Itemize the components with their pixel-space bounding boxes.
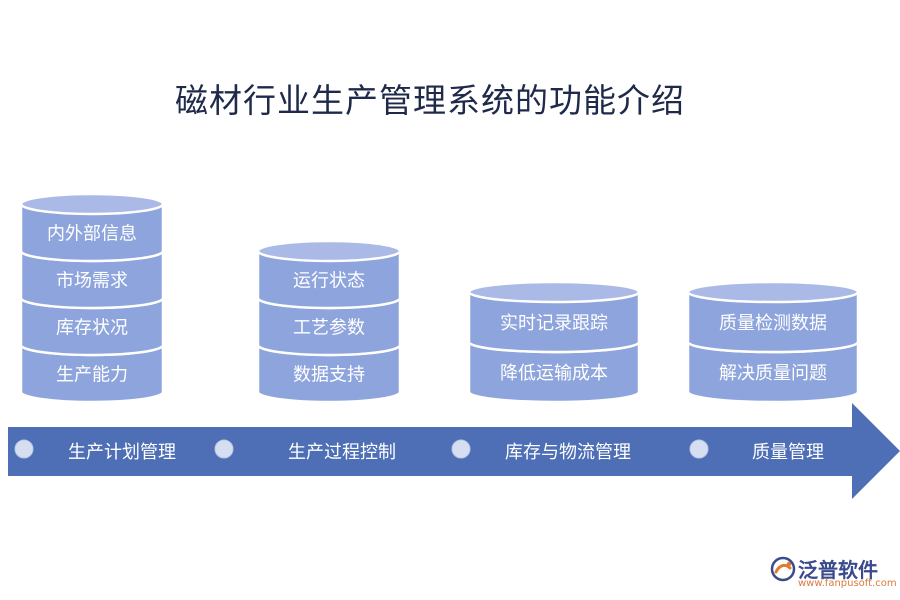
- cylinder-body: [19, 343, 165, 404]
- cylinder-label: 工艺参数: [293, 318, 365, 339]
- cylinder-stack: 数据支持 工艺参数 运行状态: [256, 239, 402, 404]
- stage-label: 质量管理: [752, 442, 824, 463]
- cylinder-segment: 质量检测数据: [686, 280, 860, 354]
- stage-dot: [14, 439, 34, 459]
- cylinder-body: [256, 296, 402, 357]
- cylinder-body: [467, 290, 641, 354]
- stage-label: 库存与物流管理: [505, 442, 631, 463]
- cylinder-label: 运行状态: [293, 271, 365, 292]
- stage-dot: [214, 439, 234, 459]
- cylinder-top: [19, 192, 165, 216]
- cylinder-body: [19, 202, 165, 263]
- brand-url: www.fanpusoft.com: [798, 578, 897, 589]
- cylinder-top: [467, 280, 641, 304]
- cylinder-segment: 实时记录跟踪: [467, 280, 641, 354]
- brand-name: 泛普软件: [798, 558, 878, 582]
- cylinder-label: 生产能力: [56, 365, 128, 386]
- cylinder-label: 质量检测数据: [719, 313, 827, 334]
- cylinder-body: [686, 340, 860, 404]
- cylinder-label: 解决质量问题: [719, 363, 827, 384]
- fanpu-logo-icon: [770, 556, 796, 582]
- cylinder-label: 实时记录跟踪: [500, 313, 608, 334]
- cylinder-top: [256, 239, 402, 263]
- cylinder-top: [686, 280, 860, 304]
- cylinder-body: [256, 343, 402, 404]
- cylinder-body: [256, 249, 402, 310]
- cylinder-label: 库存状况: [56, 318, 128, 339]
- cylinder-stack: 生产能力 库存状况 市场需求 内外部信息: [19, 192, 165, 404]
- stage-dot: [451, 439, 471, 459]
- cylinder-segment: 内外部信息: [19, 192, 165, 263]
- timeline-arrow: 生产计划管理 生产过程控制 库存与物流管理 质量管理: [8, 403, 900, 499]
- cylinder-stacks: 生产能力库存状况市场需求内外部信息数据支持工艺参数运行状态降低运输成本实时记录跟…: [19, 192, 860, 404]
- stage-label: 生产过程控制: [288, 442, 396, 463]
- stage-label: 生产计划管理: [68, 442, 176, 463]
- page-title: 磁材行业生产管理系统的功能介绍: [175, 81, 685, 120]
- cylinder-body: [19, 296, 165, 357]
- stage-dot: [689, 439, 709, 459]
- cylinder-segment: 运行状态: [256, 239, 402, 310]
- cylinder-label: 降低运输成本: [500, 363, 608, 384]
- cylinder-label: 市场需求: [56, 271, 128, 292]
- cylinder-body: [467, 340, 641, 404]
- cylinder-body: [19, 249, 165, 310]
- cylinder-label: 内外部信息: [47, 224, 137, 245]
- cylinder-label: 数据支持: [293, 365, 365, 386]
- cylinder-body: [686, 290, 860, 354]
